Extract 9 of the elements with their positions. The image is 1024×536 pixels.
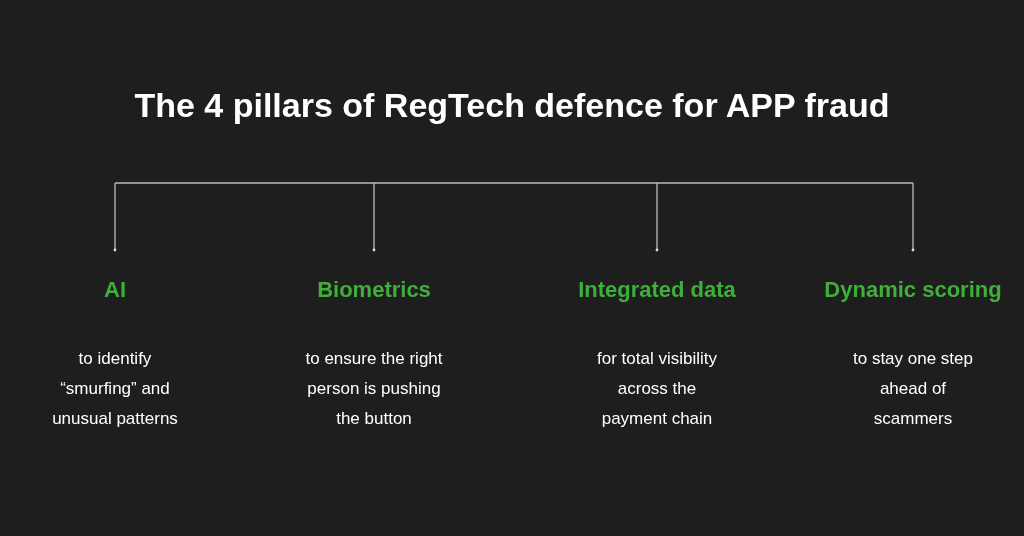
- pillar-description: to identify “smurfing” and unusual patterns: [51, 348, 179, 430]
- pillar-description: for total visibility across the payment chain: [596, 348, 718, 430]
- pillar-heading: Integrated data: [577, 276, 737, 304]
- pillar-heading: Biometrics: [316, 276, 432, 304]
- pillar-description: to ensure the right person is pushing the button: [304, 348, 444, 430]
- pillar-description: to stay one step ahead of scammers: [852, 348, 974, 430]
- title: The 4 pillars of RegTech defence for APP fraud: [133, 85, 891, 126]
- pillar-heading: Dynamic scoring: [823, 276, 1003, 304]
- pillar-heading: AI: [103, 276, 127, 304]
